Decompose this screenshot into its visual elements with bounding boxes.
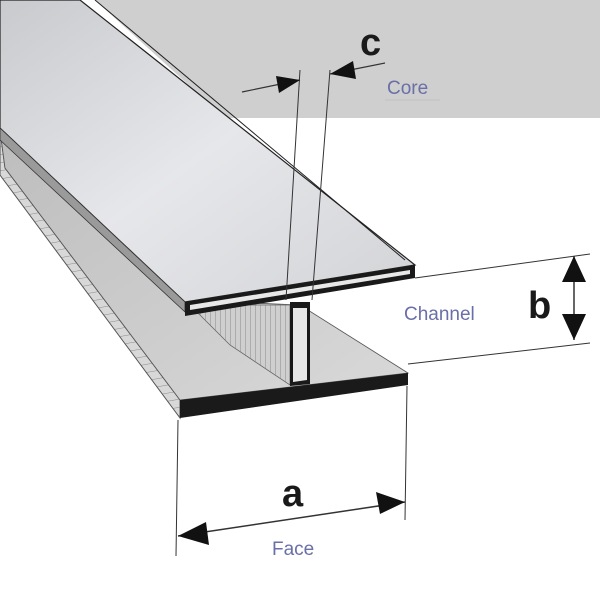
- dimension-face: [175, 385, 408, 557]
- top-flange-inner-line: [94, 0, 406, 261]
- face-letter: a: [282, 473, 304, 515]
- core-letter: c: [360, 22, 381, 64]
- face-label: Face: [272, 539, 314, 560]
- core-label: Core: [387, 78, 428, 99]
- bottom-flange-front-edge: [180, 373, 408, 418]
- dimension-channel: [407, 253, 591, 365]
- dimension-core: [241, 61, 440, 301]
- web-front-highlight: [293, 308, 307, 382]
- background-band: [95, 0, 600, 118]
- top-flange-front-highlight: [190, 270, 410, 310]
- channel-letter: b: [528, 285, 551, 327]
- channel-label: Channel: [404, 304, 475, 325]
